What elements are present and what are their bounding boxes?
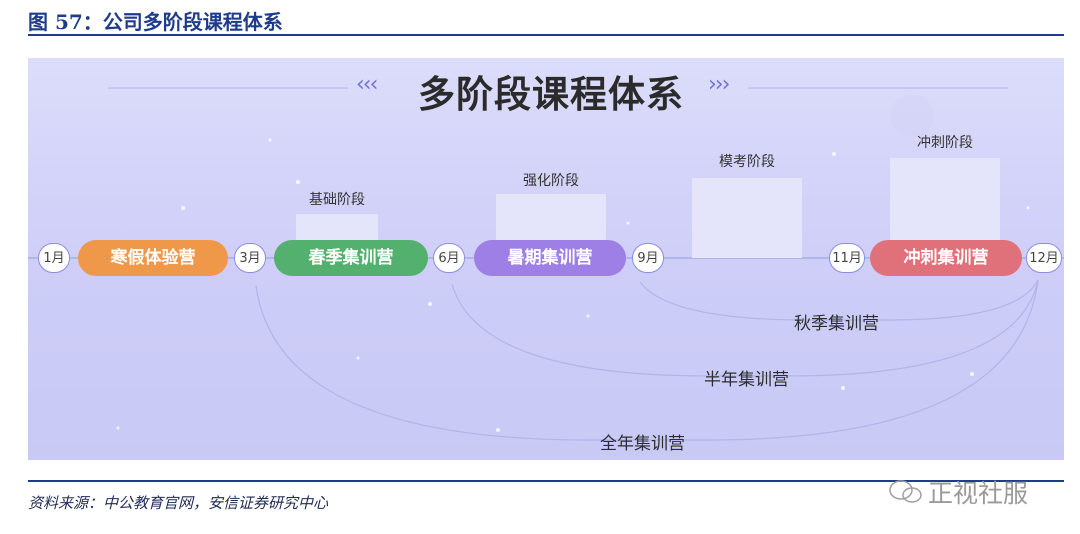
month-1: 1月 xyxy=(38,243,70,273)
camp-spring: 春季集训营 xyxy=(274,240,428,276)
diagram-panel: ‹‹‹ 多阶段课程体系 ››› 基础阶段 强化阶段 模考阶段 冲刺阶段 1月 3… xyxy=(28,58,1064,460)
camp-sprint: 冲刺集训营 xyxy=(870,240,1022,276)
stage-label-basic: 基础阶段 xyxy=(309,192,365,208)
stage-label-mock: 模考阶段 xyxy=(719,154,775,170)
stage-block-mock xyxy=(692,178,802,258)
program-half-year: 半年集训营 xyxy=(704,370,789,390)
watermark: 正视社服 xyxy=(928,479,1029,508)
chevron-left-icon: ‹‹‹ xyxy=(356,72,378,97)
stage-label-sprint: 冲刺阶段 xyxy=(917,135,973,151)
camp-winter: 寒假体验营 xyxy=(78,240,228,276)
month-9: 9月 xyxy=(632,243,664,273)
top-rule xyxy=(28,34,1064,36)
diagram-title: 多阶段课程体系 xyxy=(418,73,684,116)
stage-label-intensive: 强化阶段 xyxy=(523,173,579,189)
camp-summer: 暑期集训营 xyxy=(474,240,626,276)
program-full-year: 全年集训营 xyxy=(600,434,685,454)
autumn-arc xyxy=(639,279,1039,321)
chevron-right-icon: ››› xyxy=(708,72,730,97)
full-year-arc xyxy=(255,279,1039,441)
program-autumn: 秋季集训营 xyxy=(794,314,879,334)
source-note: 资料来源：中公教育官网，安信证券研究中心 xyxy=(28,494,329,512)
wechat-icon xyxy=(889,480,922,503)
figure-title: 图 57：公司多阶段课程体系 xyxy=(28,10,283,34)
month-12: 12月 xyxy=(1026,243,1062,273)
bottom-rule xyxy=(28,480,1064,482)
month-11: 11月 xyxy=(829,243,865,273)
month-3: 3月 xyxy=(234,243,266,273)
half-year-arc xyxy=(451,279,1039,377)
month-6: 6月 xyxy=(433,243,465,273)
